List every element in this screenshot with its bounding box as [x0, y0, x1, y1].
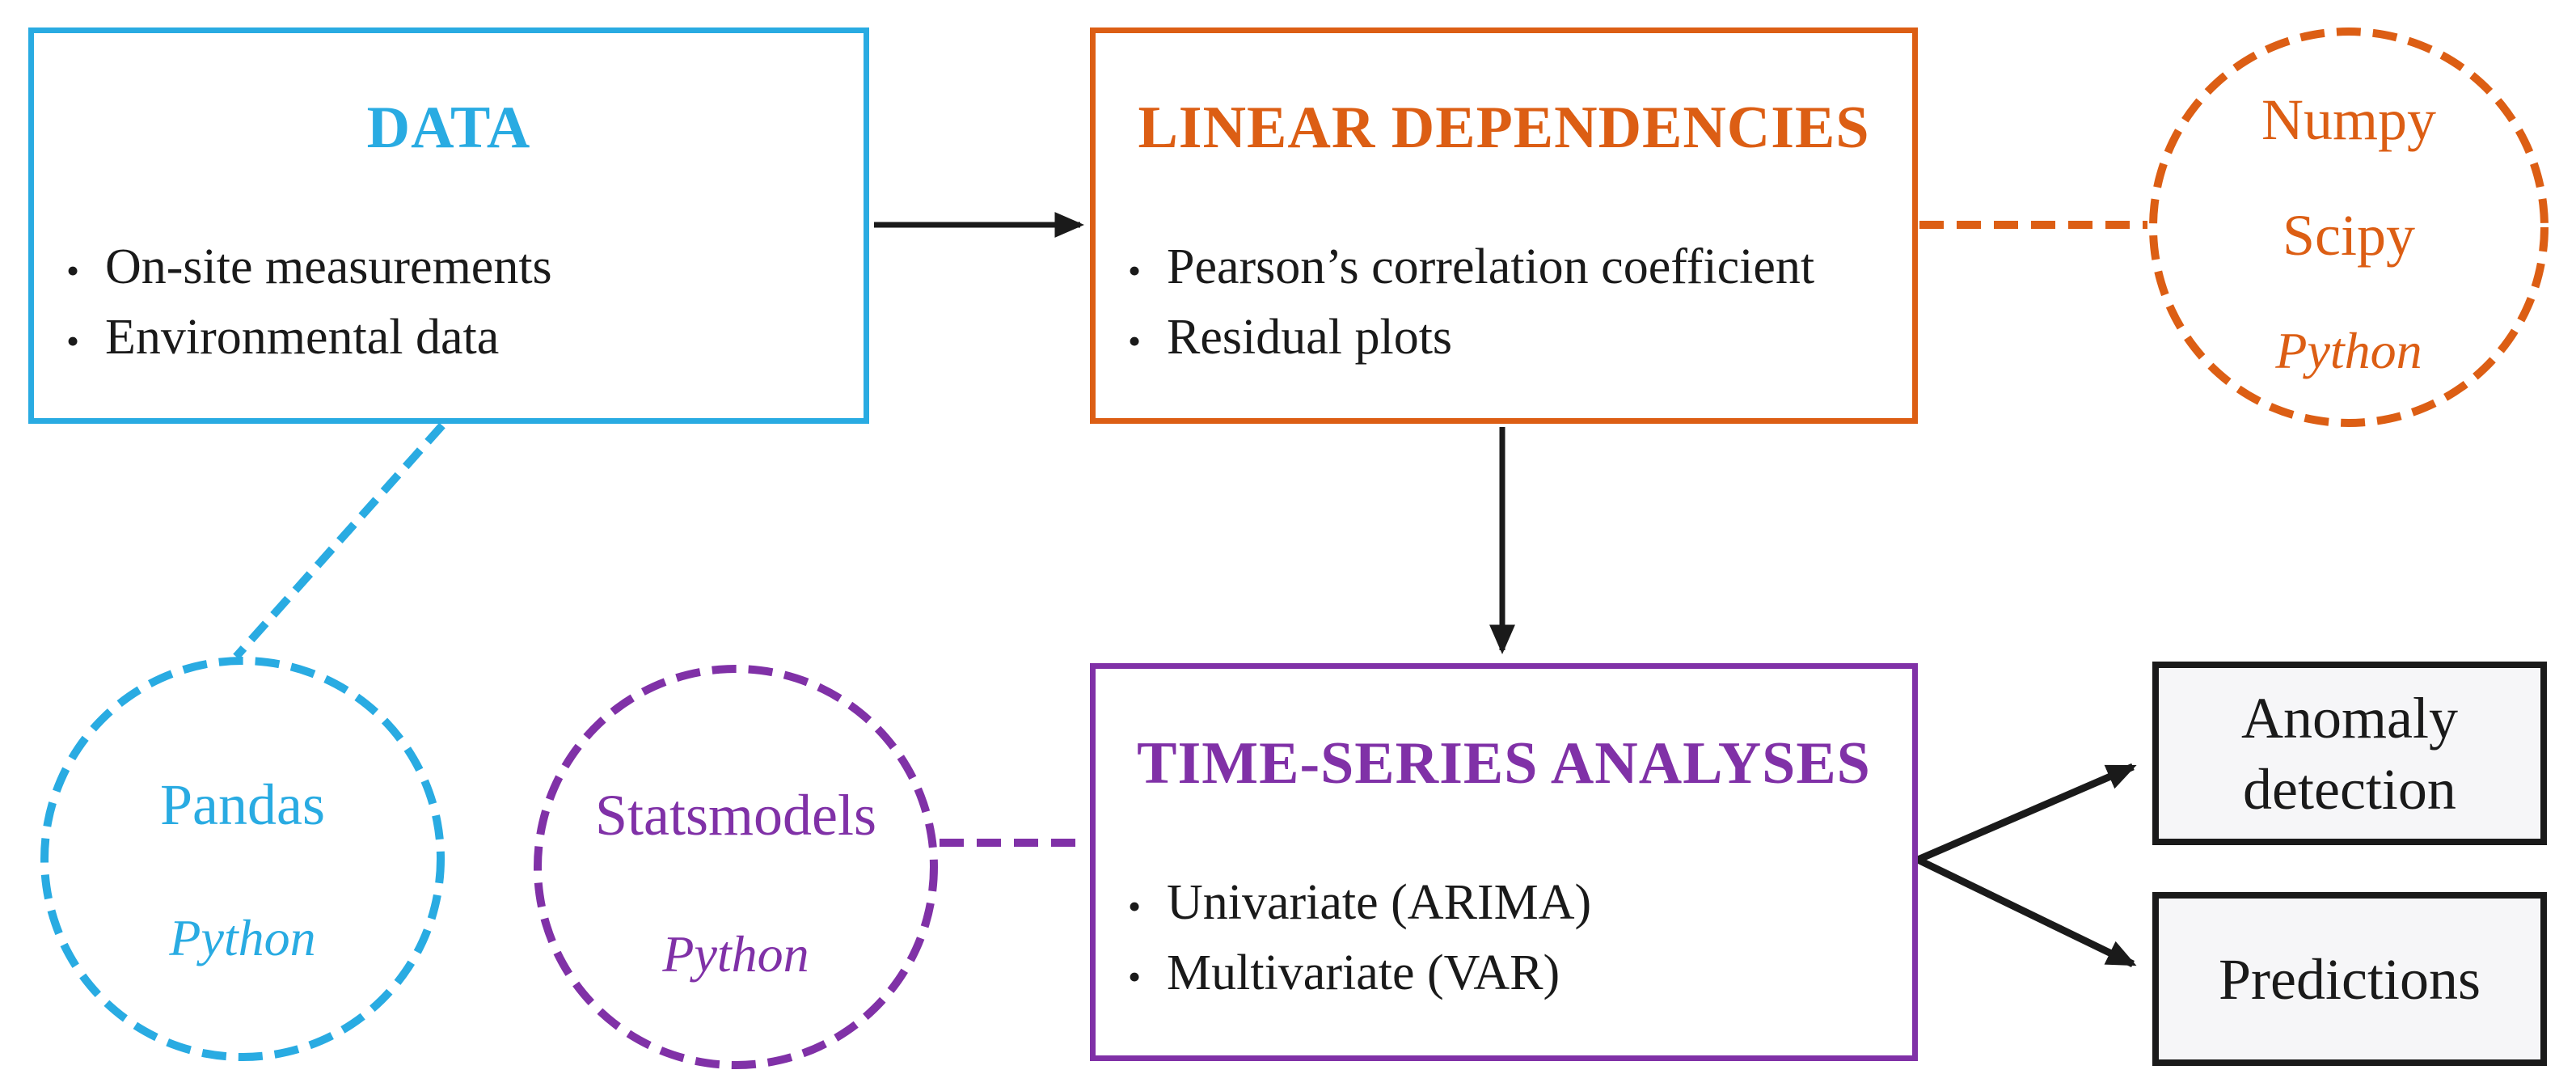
- list-item: • Residual plots: [1128, 304, 1901, 374]
- statsmodels-circle: Statsmodels Python: [534, 665, 938, 1069]
- python-label: Python: [662, 925, 809, 983]
- time-series-bullet-list: • Univariate (ARIMA) • Multivariate (VAR…: [1128, 869, 1901, 1010]
- numpy-label: Numpy: [2261, 87, 2436, 152]
- pandas-circle: Pandas Python: [40, 657, 445, 1061]
- data-bullet-1: On-site measurements: [105, 239, 552, 294]
- predictions-label: Predictions: [2219, 946, 2481, 1012]
- timeseries-bullet-2: Multivariate (VAR): [1167, 945, 1560, 1000]
- anomaly-detection-label-line1: Anomaly: [2241, 685, 2458, 751]
- statsmodels-label: Statsmodels: [594, 783, 876, 848]
- pandas-circle-ring: [40, 657, 445, 1061]
- numpy-scipy-circle-ring: [2149, 27, 2549, 427]
- data-bullet-2: Environmental data: [105, 310, 500, 365]
- linear-dependencies-box: LINEAR DEPENDENCIES • Pearson’s correlat…: [1090, 27, 1918, 424]
- python-label: Python: [169, 909, 316, 966]
- anomaly-detection-label-line2: detection: [2243, 756, 2456, 822]
- linear-dependencies-bullet-list: • Pearson’s correlation coefficient • Re…: [1128, 234, 1901, 374]
- pandas-label: Pandas: [160, 772, 325, 837]
- list-item: • Multivariate (VAR): [1128, 940, 1901, 1010]
- bullet-icon: •: [66, 250, 80, 291]
- bullet-icon: •: [1128, 250, 1142, 291]
- bullet-icon: •: [1128, 886, 1142, 927]
- list-item: • Univariate (ARIMA): [1128, 869, 1901, 940]
- arrow-timeseries-to-anomaly: [1916, 763, 2137, 864]
- predictions-box: Predictions: [2152, 892, 2547, 1066]
- edge-data-to-pandas: [233, 422, 446, 660]
- list-item: • Environmental data: [66, 304, 852, 374]
- list-item: • Pearson’s correlation coefficient: [1128, 234, 1901, 304]
- time-series-analyses-box: TIME-SERIES ANALYSES • Univariate (ARIMA…: [1090, 663, 1918, 1061]
- timeseries-bullet-1: Univariate (ARIMA): [1167, 875, 1592, 930]
- data-box-title: DATA: [366, 95, 531, 161]
- arrow-timeseries-to-predictions: [1916, 856, 2137, 968]
- scipy-label: Scipy: [2282, 203, 2415, 268]
- anomaly-detection-box: Anomaly detection: [2152, 662, 2547, 845]
- data-box-bullet-list: • On-site measurements • Environmental d…: [66, 234, 852, 374]
- linear-dependencies-box-title: LINEAR DEPENDENCIES: [1138, 95, 1870, 161]
- time-series-analyses-box-title: TIME-SERIES ANALYSES: [1137, 730, 1871, 797]
- python-label: Python: [2275, 322, 2422, 379]
- numpy-scipy-circle: Numpy Scipy Python: [2149, 27, 2549, 427]
- bullet-icon: •: [66, 320, 80, 362]
- linear-bullet-1: Pearson’s correlation coefficient: [1167, 239, 1815, 294]
- data-box: DATA • On-site measurements • Environmen…: [28, 27, 869, 424]
- list-item: • On-site measurements: [66, 234, 852, 304]
- bullet-icon: •: [1128, 956, 1142, 997]
- statsmodels-circle-ring: [534, 665, 938, 1069]
- bullet-icon: •: [1128, 320, 1142, 362]
- linear-bullet-2: Residual plots: [1167, 310, 1453, 365]
